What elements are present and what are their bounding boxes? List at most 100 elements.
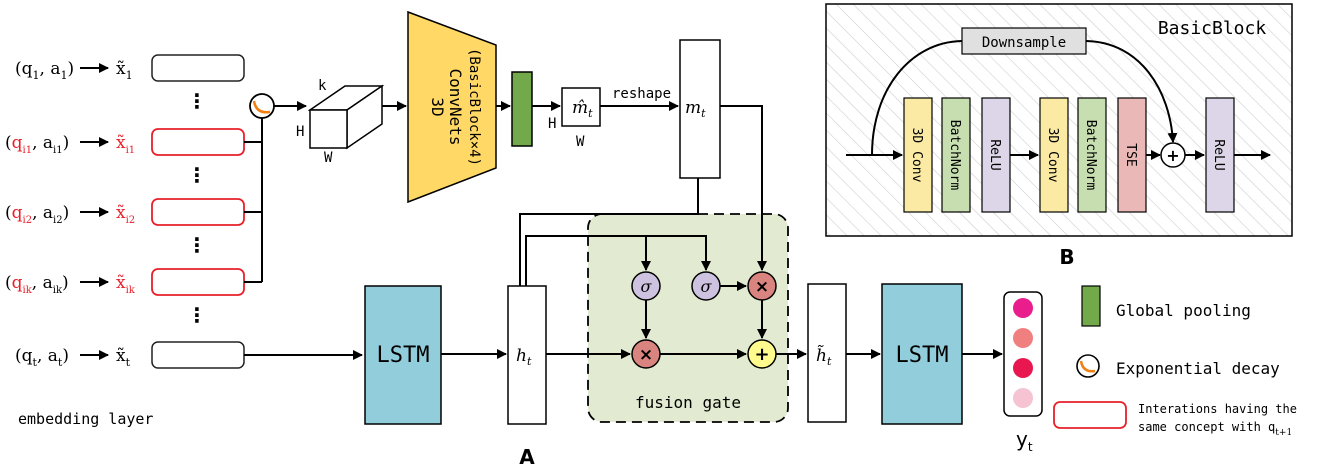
output-label: yt [1016,427,1033,454]
sigma-node-1: σ [631,271,661,301]
lstm-block-2: LSTM [881,283,963,425]
svg-text:LSTM: LSTM [896,343,949,368]
convnet-label-3: (BasicBlock×4) [466,48,482,166]
convnet-label-2: ConvNets [446,68,465,145]
input-row-ik: (qik, aik) x̃ik [5,268,245,296]
legend: Global pooling Exponential decay Interat… [1053,285,1297,438]
output-vector: yt [1003,291,1043,454]
svg-text:3D Conv: 3D Conv [909,128,924,183]
panel-b-label: B [1059,245,1074,269]
embedding-box-ik [151,268,245,296]
input-row-i2: (qi2, ai2) x̃i2 [5,198,245,226]
legend-interactions-line1: Interations having the [1138,402,1297,416]
legend-pooling-swatch [1081,285,1101,327]
ellipsis-1: ⋮ [187,89,207,113]
global-pooling-bar [511,71,533,147]
mhat-w-label: W [576,134,585,150]
collector-lines [244,118,263,283]
legend-highlight-swatch [1053,401,1127,429]
svg-text:BatchNorm: BatchNorm [947,120,962,191]
reshape-label: reshape [612,86,671,102]
svg-text:BatchNorm: BatchNorm [1083,120,1098,191]
svg-text:×: × [755,277,769,297]
times-node-bottom: × [631,339,661,369]
input-pair-i1: (qi1, ai1) [5,133,69,156]
input-row-i1: (qi1, ai1) x̃i1 [5,128,245,156]
legend-interactions-line2: same concept with qt+1 [1138,420,1292,438]
svg-text:σ: σ [641,277,653,296]
embedding-box-i2 [151,198,245,226]
ellipsis-3: ⋮ [187,233,207,257]
legend-global-pooling: Global pooling [1116,301,1251,320]
bb-layer-relu-1: ReLU [981,97,1011,213]
embedding-box-i1 [151,128,245,156]
embedding-label-t: x̃t [116,346,131,369]
mhat-box: m̂t H W [548,87,601,150]
svg-text:+: + [754,344,769,365]
output-dot-4 [1013,388,1033,408]
mhat-label: m̂t [572,98,593,120]
embedding-label-i2: x̃i2 [116,203,135,226]
bb-layer-bn-1: BatchNorm [941,97,971,213]
input-pair-i2: (qi2, ai2) [5,203,69,226]
svg-text:3D Conv: 3D Conv [1045,128,1060,183]
input-row-t: (qt, at) x̃t [15,341,245,369]
output-dot-2 [1013,328,1033,348]
bb-layer-conv-1: 3D Conv [903,97,933,213]
bb-plus-node: + [1160,142,1186,168]
plus-node: + [747,339,777,369]
embedding-label-ik: x̃ik [116,273,136,296]
input-pair-1: (q1, a1) [15,59,74,82]
output-dot-3 [1013,358,1033,378]
embedding-layer-label: embedding layer [18,410,153,428]
input-pair-t: (qt, at) [15,346,69,369]
svg-text:σ: σ [701,277,713,296]
mt-label: mt [685,98,706,120]
input-pair-ik: (qik, aik) [5,273,69,296]
exponential-decay-icon [249,93,275,119]
cube-w-label: W [324,150,333,166]
input-row-1: (q1, a1) x̃1 [15,54,245,82]
svg-text:Downsample: Downsample [982,35,1066,51]
htilde-box: h̃t [807,283,847,423]
bb-layer-tse: TSE [1117,97,1147,213]
sigma-node-2: σ [691,271,721,301]
embedding-box-t [151,341,245,369]
embedding-box-1 [151,54,245,82]
mt-box: mt [679,39,721,179]
fusion-gate-label: fusion gate [635,393,741,412]
ellipsis-2: ⋮ [187,163,207,187]
feature-cube: k H W [296,78,385,166]
times-node-top: × [747,271,777,301]
mt-to-times-line [720,105,767,271]
embedding-label-1: x̃1 [116,59,133,82]
convnet-block: 3D ConvNets (BasicBlock×4) [407,10,497,204]
ht-box: ht [507,285,547,425]
svg-text:ReLU: ReLU [987,139,1002,170]
basic-block-title: BasicBlock [1158,18,1267,39]
mhat-h-label: H [548,116,556,132]
ellipsis-4: ⋮ [187,303,207,327]
bb-layer-bn-2: BatchNorm [1077,97,1107,213]
lstm-block-1: LSTM [364,285,442,425]
cube-k-label: k [318,78,327,94]
svg-text:×: × [639,345,653,365]
mt-to-bus-line [519,178,699,286]
cube-h-label: H [296,124,304,140]
basic-block-panel: BasicBlock Downsample 3D Conv BatchNorm … [825,3,1293,237]
embedding-label-i1: x̃i1 [116,133,135,156]
panel-a-label: A [519,445,535,469]
fusion-gate-region [587,213,789,423]
svg-text:ReLU: ReLU [1211,139,1226,170]
bb-layer-conv-2: 3D Conv [1039,97,1069,213]
skip-arc-right [1085,40,1178,143]
downsample-box: Downsample [961,27,1087,55]
legend-exp-decay: Exponential decay [1116,359,1280,378]
bb-layer-relu-2: ReLU [1205,97,1235,213]
convnet-label-1: 3D [428,97,447,116]
skip-arc-left [871,40,963,156]
legend-decay-icon [1076,354,1100,378]
svg-text:LSTM: LSTM [377,343,430,368]
ht-label: ht [516,346,532,368]
